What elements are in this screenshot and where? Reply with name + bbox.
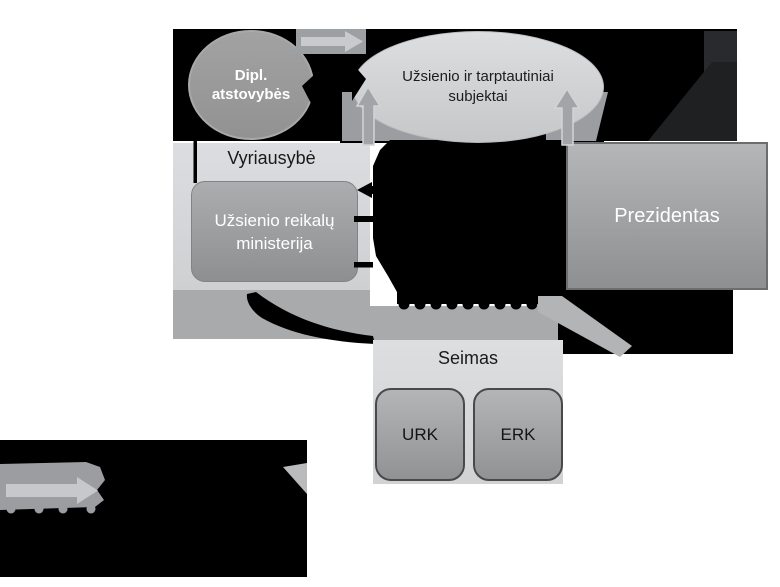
top-arrow-band: [296, 29, 366, 54]
legend-highlight-blob: [0, 462, 105, 510]
legend-right-wedge: [283, 463, 307, 494]
seimas-label: Seimas: [437, 348, 499, 368]
node-uzsienio-subjektai: Užsienio ir tarptautiniai subjektai: [352, 31, 604, 143]
urm-label-line1: Užsienio reikalų: [214, 210, 335, 230]
lower-right-black-region: [558, 290, 733, 354]
scallop-bumps: [398, 298, 554, 310]
vyriausybe-label: Vyriausybė: [227, 148, 316, 168]
legend-black-region: [0, 440, 307, 577]
scallop-black-band: [397, 286, 563, 304]
node-prezidentas: Prezidentas: [566, 142, 768, 290]
dipl-label-line1: Dipl.: [234, 67, 268, 84]
dipl-label-line2: atstovybės: [211, 86, 291, 103]
legend-arrow-icon: [6, 477, 98, 504]
top-right-darkband: [704, 31, 737, 141]
subjektai-label-line1: Užsienio ir tarptautiniai: [402, 68, 554, 85]
node-erk: ERK: [473, 388, 563, 481]
erk-label: ERK: [500, 424, 536, 444]
top-right-arrow-icon: [301, 31, 363, 52]
swoosh-left-band: [173, 288, 370, 339]
node-dipl-atstovybes: Dipl. atstovybės: [188, 30, 314, 140]
black-comet-arrow: [246, 292, 375, 344]
subjektai-label-line2: subjektai: [448, 88, 508, 105]
urk-label: URK: [402, 424, 438, 444]
legend-blob-bumps: [6, 504, 96, 514]
swoosh-mid-band: [370, 306, 563, 341]
prezidentas-label: Prezidentas: [614, 204, 720, 227]
node-urk: URK: [375, 388, 465, 481]
urm-label-line2: ministerija: [236, 233, 313, 253]
top-right-dark-diagonal: [648, 62, 737, 141]
central-black-region: [373, 140, 566, 292]
node-uzsienio-reikalu-ministerija: Užsienio reikalų ministerija: [191, 181, 358, 282]
